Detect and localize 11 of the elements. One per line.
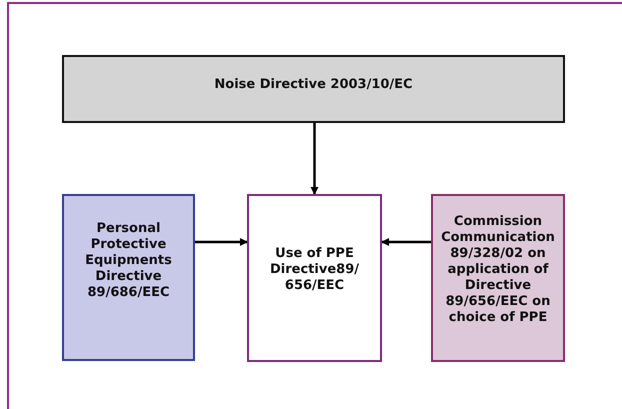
box-label: Commission Communication 89/328/02 on application of Directive 89/656/EEC on choice of PPE [440, 214, 556, 326]
box-label: Use of PPE Directive89/656/EEC [270, 246, 360, 294]
directive-box [247, 194, 382, 362]
box-label: Personal Protective Equipments Directive 89/686/EEC [84, 221, 173, 301]
directive-box [62, 194, 195, 361]
arrow [381, 238, 431, 246]
arrow [195, 238, 248, 246]
box-label: Noise Directive 2003/10/EC [213, 77, 414, 93]
communication-box [431, 194, 565, 362]
arrow [310, 123, 318, 195]
directive-box [62, 55, 565, 123]
